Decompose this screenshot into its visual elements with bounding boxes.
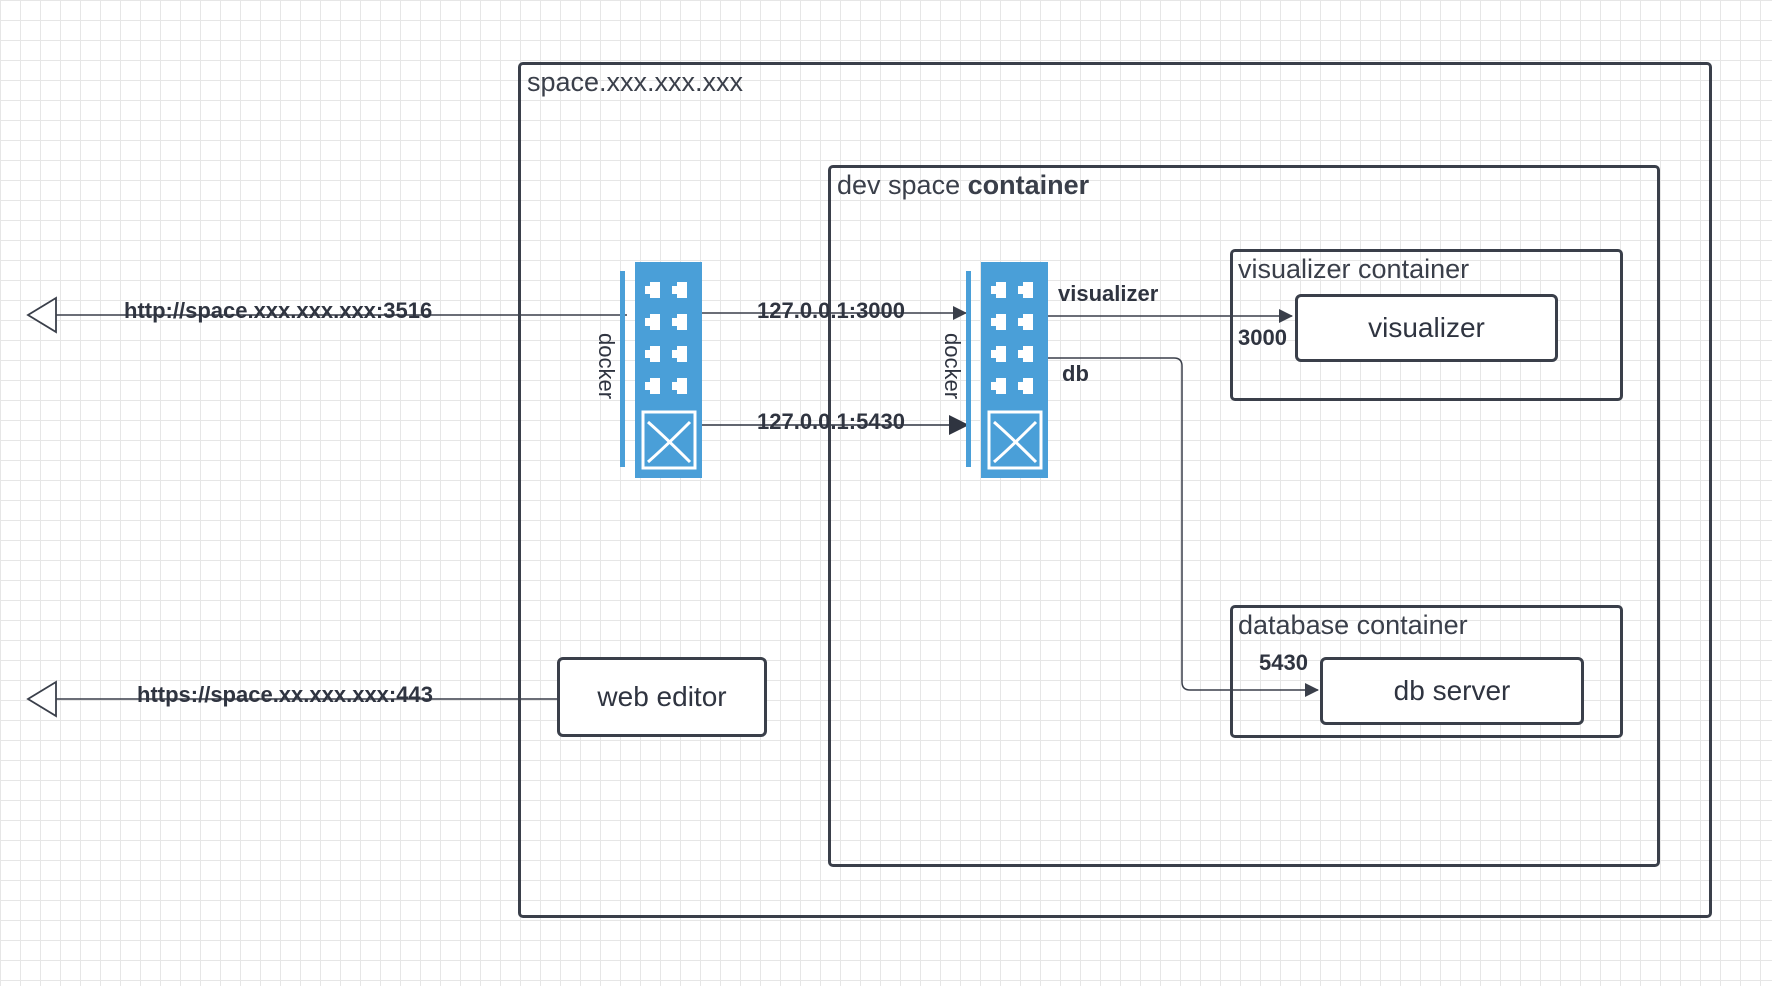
hollow-arrow-icon [26, 296, 57, 334]
network-switch-icon [966, 262, 1048, 478]
web-editor-node[interactable]: web editor [557, 657, 767, 737]
db-server-node[interactable]: db server [1320, 657, 1584, 725]
db-port-line [1046, 357, 1319, 697]
docker-switch-inner[interactable] [966, 262, 1048, 478]
docker-outer-label: docker [594, 333, 619, 400]
dev-space-title: dev space container [837, 170, 1089, 201]
dev-space-container: dev space container [828, 165, 1660, 867]
external-http-label[interactable]: http://space.xxx.xxx.xxx:3516 [124, 298, 433, 323]
visualizer-container-title: visualizer container [1238, 254, 1470, 284]
dev-space-title-bold: container [967, 170, 1090, 200]
visualizer-container: visualizer container [1230, 249, 1623, 401]
space-boundary: space.xxx.xxx.xxx [518, 62, 1712, 918]
docker-switch-outer[interactable] [620, 262, 702, 478]
visualizer-port-name: visualizer [1058, 281, 1159, 306]
database-container: database container [1230, 605, 1623, 738]
db-port-label: 5430 [1259, 650, 1308, 675]
dev-space-title-plain: dev space [837, 170, 968, 200]
docker-inner-label: docker [940, 333, 965, 400]
visualizer-node[interactable]: visualizer [1295, 294, 1558, 362]
database-container-title: database container [1238, 610, 1468, 640]
db-port-name: db [1062, 361, 1089, 386]
external-https-label[interactable]: https://space.xx.xxx.xxx:443 [137, 682, 433, 707]
local-3000-label: 127.0.0.1:3000 [757, 298, 906, 323]
space-title: space.xxx.xxx.xxx [527, 67, 744, 97]
visualizer-port-label: 3000 [1238, 325, 1287, 350]
hollow-arrow-icon [26, 680, 57, 718]
local-5430-label: 127.0.0.1:5430 [757, 409, 906, 434]
network-switch-icon [620, 262, 702, 478]
